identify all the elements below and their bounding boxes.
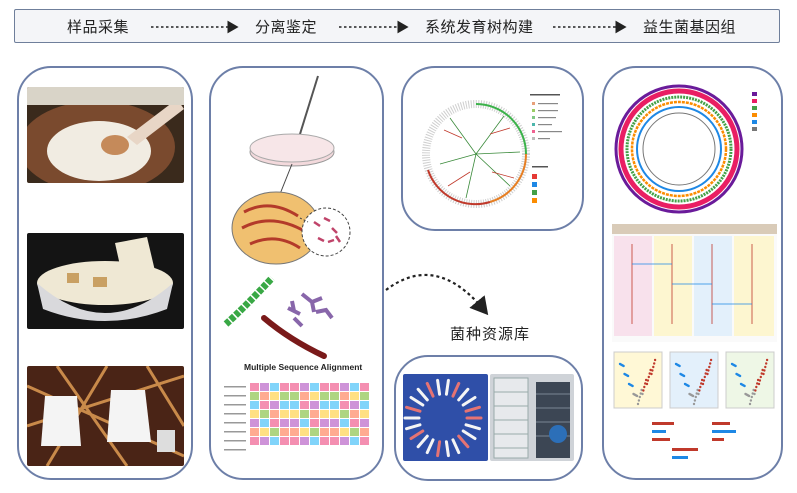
cocci-chain (223, 275, 275, 327)
photo-storage-shelves (490, 374, 574, 461)
photo-strain-tubes (403, 374, 488, 461)
step-sample-collection: 样品采集 (67, 18, 130, 36)
workflow-arrows (151, 20, 627, 34)
isolation-illustration (223, 75, 351, 359)
bacilli-cluster (287, 292, 334, 328)
magnified-cells (301, 207, 351, 257)
photo-dairy-bowl (27, 233, 184, 329)
library-arrow (385, 273, 489, 316)
enrichment-bars (652, 422, 736, 459)
phylogenetic-tree-figure (422, 94, 562, 208)
tree-legend (530, 94, 562, 203)
genome-circle-map (614, 84, 757, 214)
panel-sample-collection (17, 66, 193, 480)
step-phylogenetic-tree: 系统发育树构建 (425, 18, 534, 36)
alignment-title: Multiple Sequence Alignment (244, 362, 363, 372)
genome-legend (752, 92, 757, 131)
workflow-bar: 样品采集 分离鉴定 系统发育树构建 益生菌基因组 (14, 9, 780, 43)
sequence-alignment-grid (224, 383, 369, 454)
metabolic-pathway-figure (612, 224, 777, 342)
photo-milk-sample (27, 87, 184, 183)
volcano-plots-figure (613, 351, 775, 459)
panel-phylogenetic-tree (401, 66, 584, 231)
step-probiotic-genome: 益生菌基因组 (643, 18, 737, 36)
long-rod-bacterium (261, 315, 327, 359)
inoculation-loop (299, 75, 319, 135)
strain-library-label: 菌种资源库 (450, 325, 531, 343)
photo-cheese-bags (27, 366, 184, 466)
step-isolation-identification: 分离鉴定 (255, 18, 318, 36)
